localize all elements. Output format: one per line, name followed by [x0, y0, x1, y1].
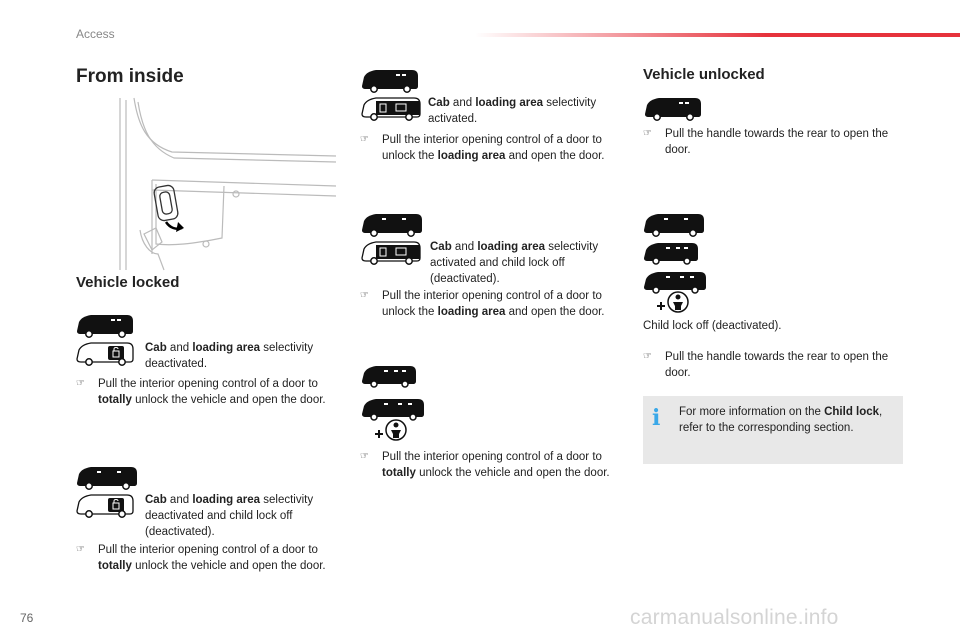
info-text: For more information on the Child lock, …	[679, 406, 883, 434]
child-lock-icon	[375, 419, 407, 441]
middle-section2-bullet: ☞ Pull the interior opening control of a…	[360, 290, 605, 318]
watermark: carmanualsonline.info	[630, 606, 839, 629]
lock-icon	[361, 97, 421, 121]
van-icon	[77, 467, 137, 490]
right-bullet2: ☞ Pull the handle towards the rear to op…	[643, 351, 889, 379]
middle-section3-bullet: ☞ Pull the interior opening control of a…	[360, 451, 610, 479]
van-icon	[644, 214, 704, 237]
left-section2-desc: Cab and loading area selectivity deactiv…	[145, 494, 314, 538]
van-icon	[77, 315, 133, 338]
door-interior-illustration	[119, 97, 337, 271]
pointing-hand-icon: ☞	[76, 544, 85, 555]
child-lock-icon	[657, 291, 689, 313]
lock-icon	[361, 241, 421, 265]
lock-icon	[76, 494, 134, 518]
van-icon	[362, 366, 416, 388]
left-section1-desc: Cab and loading area selectivity deactiv…	[145, 342, 314, 370]
pointing-hand-icon: ☞	[76, 378, 85, 389]
info-icon: i	[652, 405, 661, 431]
van-icon	[644, 272, 706, 294]
header-accent-line	[475, 33, 960, 37]
section-title-vehicle-unlocked: Vehicle unlocked	[643, 66, 765, 83]
info-box	[643, 396, 903, 464]
middle-section1-desc: Cab and loading area selectivity activat…	[428, 97, 597, 125]
lock-icon	[76, 342, 134, 366]
pointing-hand-icon: ☞	[643, 128, 652, 139]
pointing-hand-icon: ☞	[360, 134, 369, 145]
child-lock-caption: Child lock off (deactivated).	[643, 320, 782, 332]
van-icon	[362, 399, 424, 421]
van-icon	[362, 70, 418, 93]
van-icon	[644, 243, 698, 265]
left-section2-bullet: ☞ Pull the interior opening control of a…	[76, 544, 326, 572]
middle-section1-bullet: ☞ Pull the interior opening control of a…	[360, 134, 605, 162]
page-number: 76	[20, 611, 34, 625]
section-title-vehicle-locked: Vehicle locked	[76, 274, 180, 291]
van-icon	[645, 98, 701, 121]
pointing-hand-icon: ☞	[643, 351, 652, 362]
left-section1-bullet: ☞ Pull the interior opening control of a…	[76, 378, 326, 406]
section-header: Access	[76, 27, 115, 41]
van-icon	[362, 214, 422, 237]
middle-section2-desc: Cab and loading area selectivity activat…	[430, 241, 599, 285]
right-bullet1: ☞ Pull the handle towards the rear to op…	[643, 128, 889, 156]
page-title: From inside	[76, 66, 184, 87]
pointing-hand-icon: ☞	[360, 290, 369, 301]
pointing-hand-icon: ☞	[360, 451, 369, 462]
